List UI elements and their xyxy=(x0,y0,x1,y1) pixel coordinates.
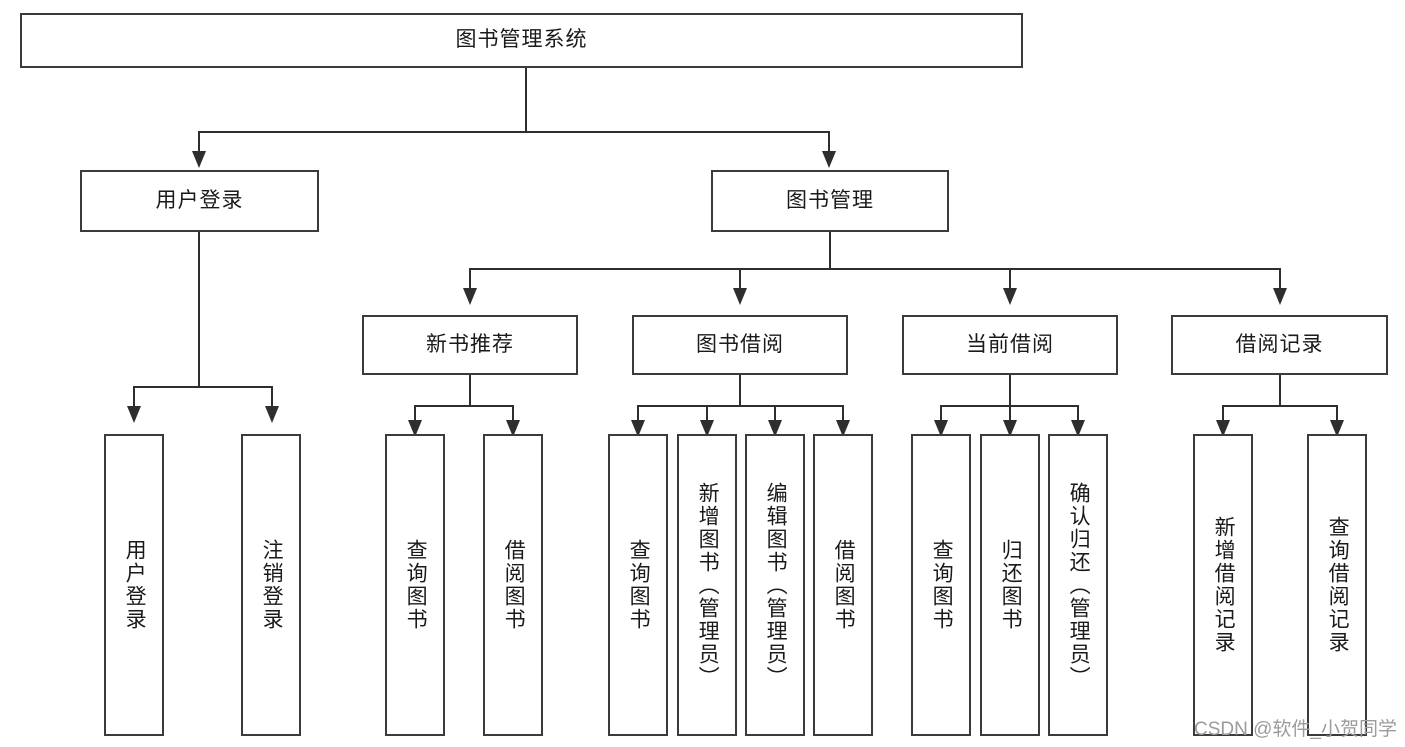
connector-level3-drop-new-book xyxy=(469,268,471,290)
node-book-manage[interactable]: 图书管理 xyxy=(711,170,949,232)
connector-book-borrow-stem xyxy=(739,375,741,406)
node-user-login-label: 用户登录 xyxy=(155,188,244,212)
connector-borrow-record-drop-1 xyxy=(1222,405,1224,422)
node-borrow-record[interactable]: 借阅记录 xyxy=(1171,315,1388,375)
node-leaf-query-book-3[interactable]: 查询图书 xyxy=(911,434,971,736)
connector-level2-bus xyxy=(198,131,828,133)
node-leaf-user-login-label: 用户登录 xyxy=(123,539,147,631)
connector-current-borrow-drop-1 xyxy=(940,405,942,422)
node-user-login[interactable]: 用户登录 xyxy=(80,170,319,232)
node-leaf-add-book-label: 新增图书（管理员） xyxy=(696,481,720,689)
node-new-book-recommend[interactable]: 新书推荐 xyxy=(362,315,578,375)
node-leaf-borrow-book-1-label: 借阅图书 xyxy=(502,539,526,631)
connector-current-borrow-drop-2 xyxy=(1009,405,1011,422)
connector-new-book-drop-2 xyxy=(512,405,514,422)
csdn-watermark: CSDN @软件_小贺同学 xyxy=(1194,719,1397,740)
node-leaf-query-book-2[interactable]: 查询图书 xyxy=(608,434,668,736)
node-new-book-recommend-label: 新书推荐 xyxy=(426,332,514,356)
node-book-borrow-label: 图书借阅 xyxy=(696,332,784,356)
connector-level3-drop-current-borrow xyxy=(1009,268,1011,290)
node-current-borrow[interactable]: 当前借阅 xyxy=(902,315,1118,375)
connector-borrow-record-stem xyxy=(1279,375,1281,406)
arrow-to-leaf-borrow-book-1 xyxy=(506,420,520,437)
node-book-borrow[interactable]: 图书借阅 xyxy=(632,315,848,375)
connector-level3-drop-borrow-record xyxy=(1279,268,1281,290)
node-leaf-borrow-book-2-label: 借阅图书 xyxy=(832,539,856,631)
arrow-to-leaf-add-record xyxy=(1216,420,1230,437)
node-leaf-confirm-return-label: 确认归还（管理员） xyxy=(1067,481,1091,689)
node-leaf-query-book-3-label: 查询图书 xyxy=(930,539,954,631)
arrow-to-leaf-query-book-1 xyxy=(408,420,422,437)
arrow-to-borrow-record xyxy=(1273,288,1287,305)
arrow-to-current-borrow xyxy=(1003,288,1017,305)
node-leaf-add-record[interactable]: 新增借阅记录 xyxy=(1193,434,1253,736)
node-borrow-record-label: 借阅记录 xyxy=(1235,332,1324,356)
connector-book-borrow-bus xyxy=(637,405,843,407)
node-leaf-borrow-book-1[interactable]: 借阅图书 xyxy=(483,434,543,736)
node-leaf-edit-book-label: 编辑图书（管理员） xyxy=(764,481,788,689)
arrow-to-leaf-return-book xyxy=(1003,420,1017,437)
node-book-manage-label: 图书管理 xyxy=(786,188,874,212)
connector-level3-bus xyxy=(469,268,1280,270)
arrow-to-leaf-query-book-3 xyxy=(934,420,948,437)
node-current-borrow-label: 当前借阅 xyxy=(966,332,1054,356)
arrow-to-leaf-user-login xyxy=(127,406,141,423)
node-leaf-query-record-label: 查询借阅记录 xyxy=(1326,516,1350,654)
node-leaf-return-book[interactable]: 归还图书 xyxy=(980,434,1040,736)
arrow-to-book-manage xyxy=(822,151,836,168)
connector-new-book-bus xyxy=(414,405,514,407)
node-leaf-borrow-book-2[interactable]: 借阅图书 xyxy=(813,434,873,736)
node-leaf-user-login[interactable]: 用户登录 xyxy=(104,434,164,736)
arrow-to-leaf-confirm-return xyxy=(1071,420,1085,437)
arrow-to-user-login xyxy=(192,151,206,168)
node-root[interactable]: 图书管理系统 xyxy=(20,13,1023,68)
node-leaf-edit-book[interactable]: 编辑图书（管理员） xyxy=(745,434,805,736)
connector-user-login-stem xyxy=(198,232,200,387)
arrow-to-leaf-query-record xyxy=(1330,420,1344,437)
connector-book-borrow-drop-2 xyxy=(706,405,708,422)
connector-borrow-record-drop-2 xyxy=(1336,405,1338,422)
arrow-to-book-borrow xyxy=(733,288,747,305)
connector-user-login-bus xyxy=(133,386,273,388)
connector-book-borrow-drop-1 xyxy=(637,405,639,422)
connector-current-borrow-stem xyxy=(1009,375,1011,406)
connector-level2-drop-book-manage xyxy=(828,131,830,153)
node-leaf-user-logout[interactable]: 注销登录 xyxy=(241,434,301,736)
node-leaf-add-record-label: 新增借阅记录 xyxy=(1212,516,1236,654)
arrow-to-new-book-recommend xyxy=(463,288,477,305)
arrow-to-leaf-query-book-2 xyxy=(631,420,645,437)
node-leaf-add-book[interactable]: 新增图书（管理员） xyxy=(677,434,737,736)
node-root-label: 图书管理系统 xyxy=(455,28,588,52)
arrow-to-leaf-borrow-book-2 xyxy=(836,420,850,437)
node-leaf-query-record[interactable]: 查询借阅记录 xyxy=(1307,434,1367,736)
arrow-to-leaf-add-book xyxy=(700,420,714,437)
connector-book-manage-stem xyxy=(829,232,831,269)
node-leaf-confirm-return[interactable]: 确认归还（管理员） xyxy=(1048,434,1108,736)
connector-book-borrow-drop-3 xyxy=(774,405,776,422)
node-leaf-return-book-label: 归还图书 xyxy=(999,539,1023,631)
connector-current-borrow-drop-3 xyxy=(1077,405,1079,422)
connector-root-stem xyxy=(525,68,527,132)
node-leaf-user-logout-label: 注销登录 xyxy=(260,539,284,631)
node-leaf-query-book-1[interactable]: 查询图书 xyxy=(385,434,445,736)
node-leaf-query-book-1-label: 查询图书 xyxy=(404,539,428,631)
connector-new-book-drop-1 xyxy=(414,405,416,422)
connector-level3-drop-book-borrow xyxy=(739,268,741,290)
connector-new-book-stem xyxy=(469,375,471,406)
connector-book-borrow-drop-4 xyxy=(842,405,844,422)
connector-user-login-drop-1 xyxy=(133,386,135,408)
connector-user-login-drop-2 xyxy=(271,386,273,408)
node-leaf-query-book-2-label: 查询图书 xyxy=(627,539,651,631)
connector-borrow-record-bus xyxy=(1222,405,1337,407)
connector-level2-drop-user-login xyxy=(198,131,200,153)
arrow-to-leaf-user-logout xyxy=(265,406,279,423)
arrow-to-leaf-edit-book xyxy=(768,420,782,437)
